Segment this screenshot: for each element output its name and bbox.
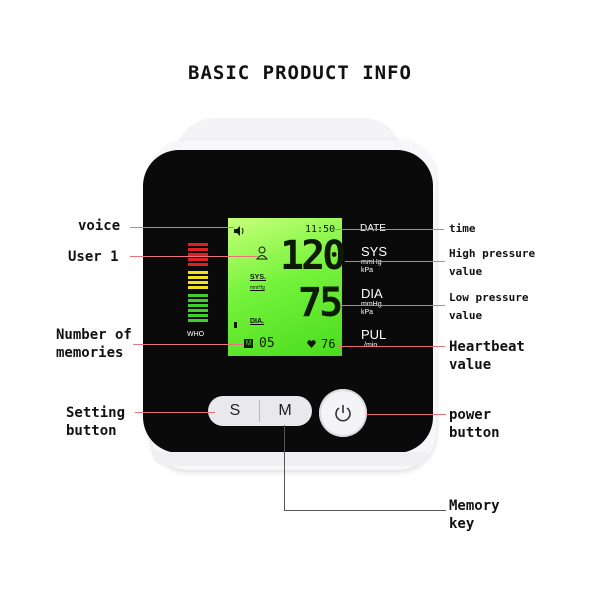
memory-badge: M: [244, 339, 253, 348]
voice-leader: [130, 227, 234, 228]
voice-annotation: voice: [78, 218, 121, 234]
page-title: BASIC PRODUCT INFO: [188, 62, 412, 84]
button-pill: [208, 396, 312, 426]
power-icon: [335, 405, 351, 422]
who-bar: [188, 299, 208, 302]
lcd-dia-label: DIA.: [250, 318, 264, 325]
setting-button[interactable]: S: [229, 402, 241, 419]
who-bar: [188, 271, 208, 274]
who-bar: [188, 294, 208, 297]
setting-annotation-1: Setting: [66, 405, 126, 421]
dia-unit-label: mmHg: [361, 301, 382, 308]
lcd-sys-unit: mmHg: [250, 285, 265, 291]
low-annotation-1: Low pressure: [449, 291, 529, 304]
user-leader: [130, 256, 257, 257]
who-bar: [188, 276, 208, 279]
pul-side-label: PUL: [361, 327, 387, 342]
heart-icon: [307, 340, 316, 348]
memory-key-leader-h: [284, 510, 446, 511]
sys-side-label: SYS: [361, 244, 388, 259]
memories-annotation-1: Number of: [56, 327, 132, 343]
time-leader: [332, 229, 444, 230]
lcd-screen: [228, 218, 342, 356]
memory-key-leader-v: [284, 425, 285, 510]
heartbeat-annotation-1: Heartbeat: [449, 339, 525, 355]
who-label: WHO: [187, 331, 205, 338]
sys-unit-label: mmHg: [361, 259, 382, 266]
who-bar: [188, 248, 208, 251]
high-annotation-2: value: [449, 265, 483, 278]
setting-annotation-2: button: [66, 423, 117, 439]
who-bar: [188, 253, 208, 256]
lcd-time: 11:50: [305, 224, 336, 235]
who-bar: [188, 258, 208, 261]
power-annotation-1: power: [449, 407, 492, 423]
low-leader: [340, 305, 445, 306]
speaker-icon: [234, 226, 244, 236]
setting-leader: [135, 412, 215, 413]
who-bar: [188, 286, 208, 289]
time-annotation: time: [449, 222, 476, 235]
date-label: DATE: [360, 223, 386, 234]
lcd-sys-label: SYS.: [250, 274, 266, 281]
high-leader: [345, 261, 445, 262]
who-bar: [188, 319, 208, 322]
heartbeat-leader: [338, 346, 445, 347]
lcd-bar-indicator: [234, 322, 237, 328]
memory-key-annotation-1: Memory: [449, 498, 500, 514]
power-annotation-2: button: [449, 425, 500, 441]
who-bar: [188, 263, 208, 266]
user1-annotation: User 1: [68, 249, 119, 265]
memory-key-annotation-2: key: [449, 516, 475, 532]
who-bar: [188, 243, 208, 246]
power-leader: [366, 414, 446, 415]
who-bar: [188, 281, 208, 284]
dia-side-label: DIA: [361, 286, 383, 301]
dia-unit2-label: kPa: [361, 309, 374, 316]
lcd-pulse-value: 76: [321, 337, 336, 351]
device-base: [152, 452, 428, 466]
who-bar: [188, 314, 208, 317]
heartbeat-annotation-2: value: [449, 357, 492, 373]
who-bar: [188, 309, 208, 312]
pul-unit-label: /min: [364, 342, 377, 349]
memories-leader: [133, 344, 243, 345]
high-annotation-1: High pressure: [449, 247, 536, 260]
lcd-memory-count: 05: [259, 336, 275, 351]
low-annotation-2: value: [449, 309, 483, 322]
memory-button[interactable]: M: [278, 402, 292, 419]
user-icon: [256, 246, 268, 260]
button-divider: [259, 400, 260, 422]
lcd-dia-value: 75: [298, 280, 343, 326]
sys-unit2-label: kPa: [361, 267, 374, 274]
memories-annotation-2: memories: [56, 345, 124, 361]
power-button[interactable]: [319, 389, 367, 437]
who-bar: [188, 304, 208, 307]
lcd-sys-value: 120: [280, 233, 346, 279]
